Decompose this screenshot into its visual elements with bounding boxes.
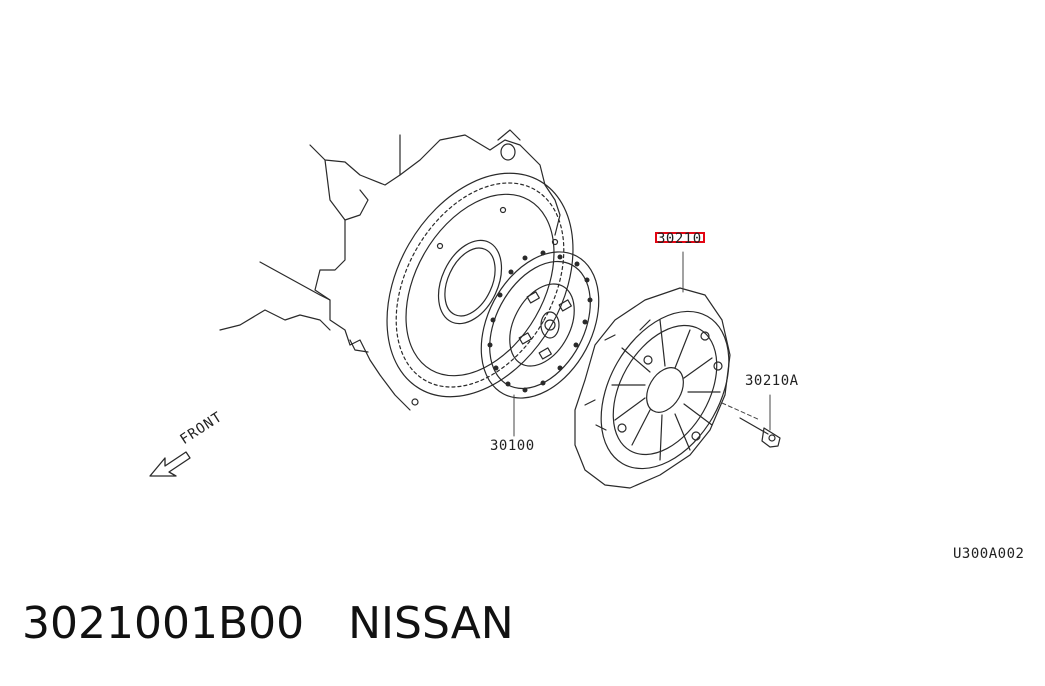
part-title: 3021001B00 NISSAN [22,598,514,649]
callout-30210A: 30210A [745,373,799,389]
callout-30100: 30100 [490,438,535,454]
engine-block-outline [219,129,561,411]
callout-leaders [513,251,771,437]
part-number: 3021001B00 [22,598,305,649]
bolt [739,417,781,448]
figure-code: U300A002 [953,546,1025,562]
flywheel [386,172,574,406]
brand-name: NISSAN [348,598,514,649]
callout-30210: 30210 [657,231,702,247]
front-direction-arrow [149,451,191,477]
highlight-box [655,232,705,243]
pressure-plate [574,287,731,489]
clutch-disc [480,250,600,399]
